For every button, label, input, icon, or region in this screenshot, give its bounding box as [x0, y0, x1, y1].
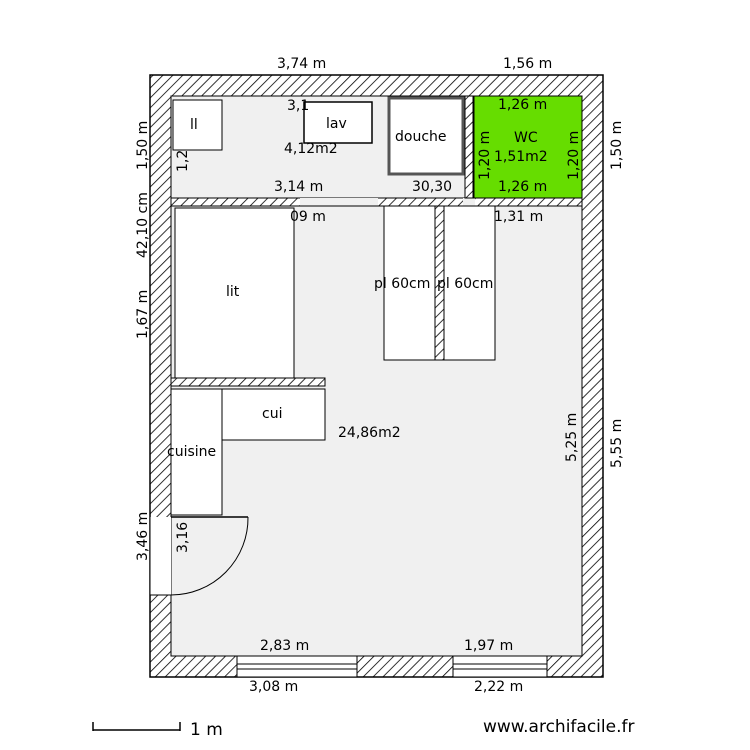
dim-top-right: 1,56 m — [503, 56, 552, 72]
room-lit: lit — [226, 284, 240, 300]
dim-right-top: 1,50 m — [609, 121, 625, 170]
room-cui: cui — [262, 406, 282, 422]
dim-bottom-inner-left: 2,83 m — [260, 638, 309, 654]
dim-wc-bottom: 1,26 m — [498, 179, 547, 195]
room-lav: lav — [326, 116, 347, 132]
ll-fixture — [172, 99, 223, 151]
dim-bath-bottom: 3,14 m — [274, 179, 323, 195]
watermark: www.archifacile.fr — [483, 717, 634, 737]
dim-partition-short: 30,30 — [412, 179, 452, 195]
window-right — [452, 655, 548, 678]
kitchen-partition — [170, 377, 326, 387]
dim-under-partition: 09 m — [290, 209, 326, 225]
dim-left-mid: 1,67 m — [135, 290, 151, 339]
wc-room — [473, 95, 583, 199]
window-left — [236, 655, 358, 678]
partition-gap-2 — [463, 198, 475, 206]
dim-bottom-outer-left: 3,08 m — [249, 679, 298, 695]
kitchen-counter-top — [221, 388, 326, 441]
dim-right-outer: 5,55 m — [609, 419, 625, 468]
bed — [174, 207, 295, 379]
dim-right-inner: 5,25 m — [564, 413, 580, 462]
entrance-door — [149, 516, 249, 596]
closet-2 — [443, 205, 496, 361]
dim-wc-right: 1,20 m — [566, 131, 582, 180]
dim-bottom-inner-right: 1,97 m — [464, 638, 513, 654]
room-bath-partial: 3,1 — [287, 98, 309, 114]
dim-bottom-outer-right: 2,22 m — [474, 679, 523, 695]
dim-left-top: 1,50 m — [135, 121, 151, 170]
room-ll: ll — [190, 117, 198, 133]
partition-gap-1 — [300, 198, 378, 206]
dim-wc-left: 1,20 m — [477, 131, 493, 180]
dim-top-left: 3,74 m — [277, 56, 326, 72]
scale-bar — [92, 722, 181, 731]
dim-under-wc: 1,31 m — [494, 209, 543, 225]
room-wc-area: 1,51m2 — [494, 149, 548, 165]
shower-fixture — [387, 96, 465, 176]
room-placard-2: pl 60cm — [437, 276, 493, 292]
dim-left-gap: 42,10 cm — [135, 192, 151, 258]
room-placard-1: pl 60cm — [374, 276, 430, 292]
dim-left-inner-bottom: 3,16 — [175, 522, 191, 553]
dim-left-inner-small: 1,2 — [175, 150, 191, 172]
bath-wall-right — [464, 95, 474, 199]
room-douche: douche — [395, 129, 447, 145]
room-cuisine: cuisine — [167, 444, 216, 460]
lavabo-fixture — [303, 101, 373, 144]
room-wc: WC — [514, 130, 538, 146]
kitchen-counter-side — [170, 388, 223, 516]
room-main-area: 24,86m2 — [338, 425, 401, 441]
dim-left-bottom: 3,46 m — [135, 512, 151, 561]
room-bath-area: 4,12m2 — [284, 141, 338, 157]
dim-wc-top: 1,26 m — [498, 97, 547, 113]
scale-label: 1 m — [190, 720, 223, 740]
